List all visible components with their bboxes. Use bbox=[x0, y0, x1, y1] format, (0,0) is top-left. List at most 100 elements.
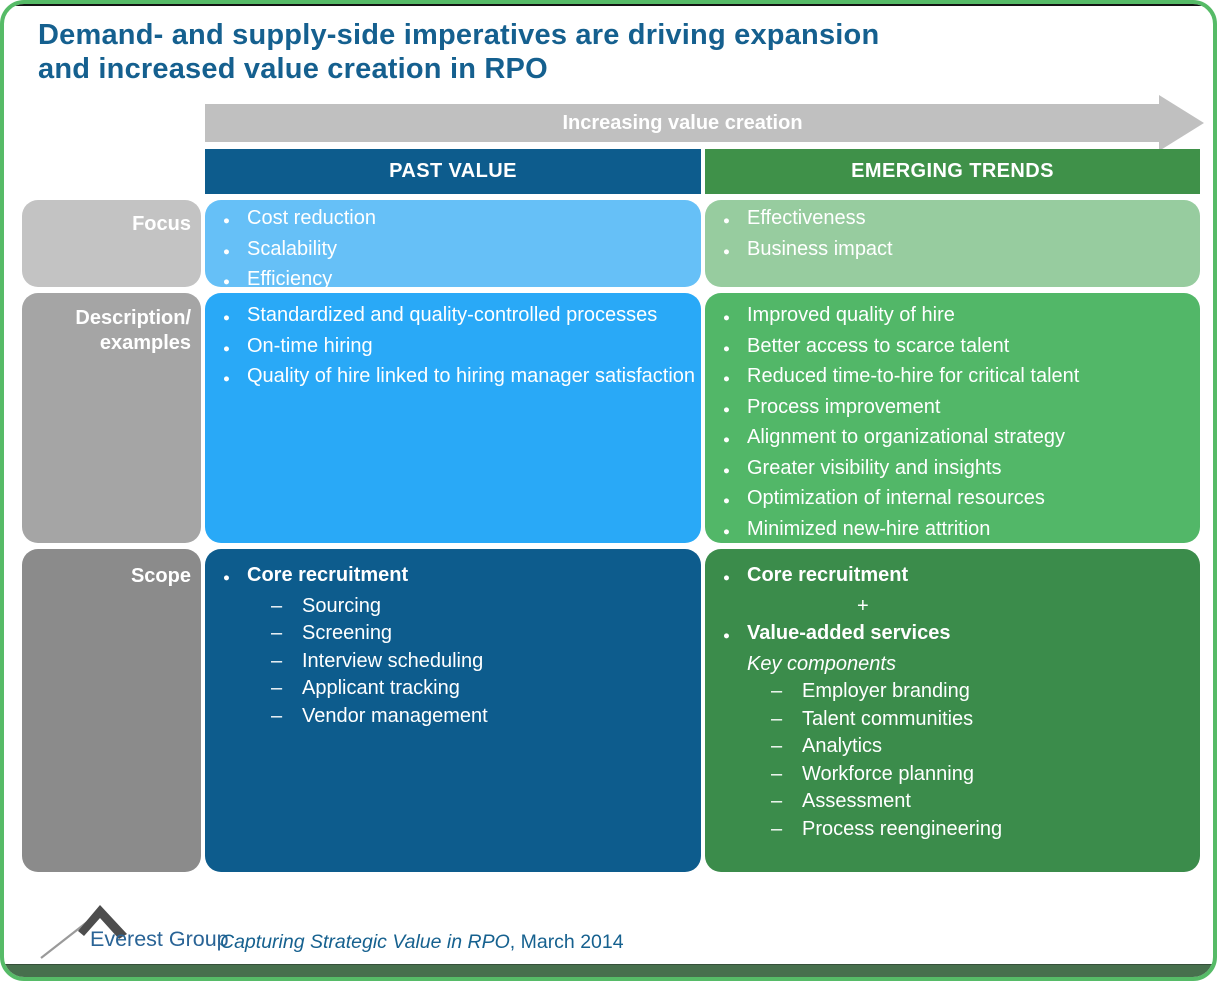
list-item: ● Efficiency bbox=[205, 266, 701, 287]
list-item: ●Quality of hire linked to hiring manage… bbox=[205, 363, 701, 394]
item-text: Process improvement bbox=[747, 395, 941, 418]
column-header-emerging-trends: EMERGING TRENDS bbox=[705, 149, 1200, 194]
sub-item: –Analytics bbox=[705, 733, 1200, 761]
bullet-icon: ● bbox=[223, 245, 230, 258]
cell-description-past-value: ●Standardized and quality-controlled pro… bbox=[205, 293, 701, 543]
page-title-line2: and increased value creation in RPO bbox=[38, 53, 548, 85]
dash-icon: – bbox=[271, 594, 283, 617]
sub-item: –Sourcing bbox=[205, 593, 701, 621]
sub-item: –Process reengineering bbox=[705, 816, 1200, 844]
list-item: ● Core recruitment bbox=[205, 562, 701, 593]
row-label-line: Focus bbox=[132, 213, 191, 235]
dash-icon: – bbox=[771, 680, 783, 702]
dash-icon: – bbox=[271, 704, 283, 727]
bullet-icon: ● bbox=[223, 572, 230, 584]
list-item: + bbox=[705, 593, 1200, 621]
bullet-icon: ● bbox=[723, 525, 730, 538]
list-item: ●Business impact bbox=[705, 236, 1200, 267]
item-text: Workforce planning bbox=[802, 762, 974, 785]
row-label-focus: Focus bbox=[22, 200, 201, 287]
item-text: Sourcing bbox=[302, 594, 381, 617]
item-text: Interview scheduling bbox=[302, 649, 484, 672]
item-text: Greater visibility and insights bbox=[747, 456, 1002, 479]
bullet-icon: ● bbox=[723, 495, 730, 507]
item-text: Efficiency bbox=[247, 268, 333, 287]
list-item: ●Cost reduction bbox=[205, 205, 701, 236]
everest-group-wordmark: Everest Group bbox=[90, 927, 229, 951]
item-text: Optimization of internal resources bbox=[747, 487, 1045, 509]
bullet-icon: ● bbox=[723, 245, 730, 258]
row-label-line: Description/ bbox=[75, 307, 191, 329]
dash-icon: – bbox=[771, 707, 783, 730]
dash-icon: – bbox=[771, 735, 783, 757]
item-text: + bbox=[857, 594, 869, 617]
cell-scope-past-value: ●Core recruitment–Sourcing–Screening–Int… bbox=[205, 549, 701, 872]
item-text: Process reengineering bbox=[802, 817, 1003, 840]
list-item: ●Process improvement bbox=[705, 394, 1200, 425]
bullet-icon: ● bbox=[223, 276, 230, 287]
item-text: Core recruitment bbox=[247, 564, 409, 586]
list-item: ●Effectiveness bbox=[705, 205, 1200, 236]
list-item: ● On-time hiring bbox=[205, 333, 701, 364]
item-text: Scalability bbox=[247, 237, 338, 260]
item-text: Screening bbox=[302, 622, 393, 644]
source-citation-date: , March 2014 bbox=[509, 931, 624, 953]
item-text: Quality of hire linked to hiring manager… bbox=[247, 365, 696, 387]
sub-item: –Screening bbox=[205, 620, 701, 648]
everest-group-logo-icon bbox=[40, 905, 127, 959]
bullet-icon: ● bbox=[723, 215, 730, 227]
sub-item: –Assessment bbox=[705, 788, 1200, 816]
dash-icon: – bbox=[271, 677, 283, 699]
item-text: Vendor management bbox=[302, 704, 488, 727]
item-text: Minimized new-hire attrition bbox=[747, 517, 991, 540]
column-header-emerging-trends-label: EMERGING TRENDS bbox=[851, 160, 1054, 182]
page-title: Demand- and supply-side imperatives are … bbox=[38, 18, 1188, 86]
row-label-line: examples bbox=[99, 332, 191, 354]
item-text: On-time hiring bbox=[247, 334, 373, 357]
list-item: ● Core recruitment bbox=[705, 562, 1200, 593]
item-text: Improved quality of hire bbox=[747, 304, 955, 326]
list-item: ● Value-added services bbox=[705, 620, 1200, 651]
list-item: ● Optimization of internal resources bbox=[705, 485, 1200, 516]
list-item: ● Better access to scarce talent bbox=[705, 333, 1200, 364]
bullet-icon: ● bbox=[723, 630, 730, 642]
cell-description-emerging-trends: ● Improved quality of hire ● Better access … bbox=[705, 293, 1200, 543]
cell-focus-past-value: ●Cost reduction ● Scalability ● Efficiency bbox=[205, 200, 701, 287]
bullet-icon: ● bbox=[723, 312, 730, 324]
dash-icon: – bbox=[271, 622, 283, 644]
item-text: Assessment bbox=[802, 790, 911, 812]
item-text: Applicant tracking bbox=[302, 677, 460, 699]
sub-item: –Workforce planning bbox=[705, 761, 1200, 789]
bullet-icon: ● bbox=[723, 572, 730, 584]
item-text: Analytics bbox=[802, 735, 883, 757]
list-item: ●Greater visibility and insights bbox=[705, 455, 1200, 486]
list-item: ●Standardized and quality-controlled pro… bbox=[205, 302, 701, 333]
item-text: Better access to scarce talent bbox=[747, 334, 1010, 357]
arrow-label: Increasing value creation bbox=[562, 111, 803, 134]
list-item: ● Scalability bbox=[205, 236, 701, 267]
item-text: Core recruitment bbox=[747, 564, 909, 586]
sub-item: –Employer branding bbox=[705, 678, 1200, 706]
dash-icon: – bbox=[771, 817, 783, 840]
column-header-past-value: PAST VALUE bbox=[205, 149, 701, 194]
column-header-past-value-label: PAST VALUE bbox=[389, 160, 517, 182]
item-text: Employer branding bbox=[802, 680, 970, 702]
bullet-icon: ● bbox=[723, 342, 730, 355]
source-citation-title: Capturing Strategic Value in RPO bbox=[220, 931, 510, 953]
cell-focus-emerging-trends: ●Effectiveness●Business impact bbox=[705, 200, 1200, 287]
list-item: ●Reduced time-to-hire for critical talen… bbox=[705, 363, 1200, 394]
sub-item: –Vendor management bbox=[205, 703, 701, 731]
item-text: Alignment to organizational strategy bbox=[747, 426, 1065, 448]
row-label-description-examples: Description/examples bbox=[22, 293, 201, 543]
footer-bar bbox=[4, 964, 1213, 977]
sub-item: –Applicant tracking bbox=[205, 675, 701, 703]
page-title-line1: Demand- and supply-side imperatives are … bbox=[38, 19, 880, 51]
bullet-icon: ● bbox=[223, 312, 230, 324]
screen-top-edge bbox=[4, 4, 1213, 6]
item-text: Value-added services bbox=[747, 622, 951, 644]
bullet-icon: ● bbox=[723, 373, 730, 385]
bullet-icon: ● bbox=[223, 342, 230, 355]
dash-icon: – bbox=[771, 762, 783, 785]
list-item: ●Alignment to organizational strategy bbox=[705, 424, 1200, 455]
